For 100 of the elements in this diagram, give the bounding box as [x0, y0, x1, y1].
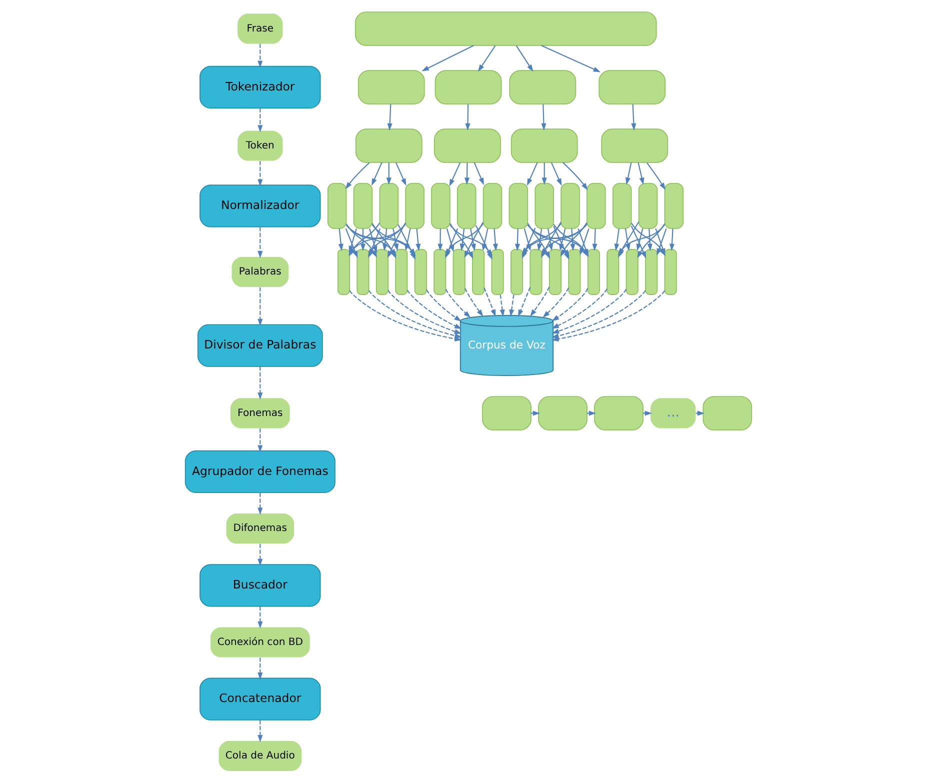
arrow: [547, 228, 553, 251]
arrow: [646, 228, 652, 251]
arrow: [536, 228, 542, 251]
node-box: Buscador: [199, 564, 320, 607]
node-box: Cola de Audio: [218, 740, 302, 771]
node-box: [548, 248, 561, 295]
arrow: [459, 228, 464, 251]
node-box: [594, 396, 643, 430]
node-box: Tokenizador: [199, 66, 320, 109]
arrow: [348, 290, 462, 342]
node-box: [404, 182, 424, 229]
node-box: [510, 128, 578, 163]
node-box: Conexión con BD: [210, 627, 310, 658]
node-box: [586, 248, 600, 295]
node-box: [394, 248, 408, 295]
node-box: [586, 182, 606, 229]
arrow: [464, 288, 483, 317]
node-box: Token: [237, 130, 282, 161]
node-box: [490, 248, 504, 295]
arrow: [646, 162, 666, 190]
node-box: [456, 182, 476, 229]
node-box: [414, 248, 426, 295]
arrow: [257, 161, 262, 186]
arrow: [630, 104, 636, 131]
arrow: [386, 162, 391, 185]
node-box: [598, 70, 666, 104]
arrow: [551, 290, 665, 342]
arrow: [426, 290, 461, 322]
node-box: ...: [650, 398, 696, 428]
arrow: [470, 228, 476, 251]
arrow: [562, 162, 588, 190]
arrow: [464, 104, 470, 131]
node-box: [354, 128, 422, 163]
arrow: [523, 228, 531, 252]
node-box: [568, 248, 580, 295]
node-box: [452, 248, 465, 295]
arrow: [387, 290, 462, 334]
arrow: [368, 290, 462, 338]
arrow: [257, 720, 262, 742]
arrow: [530, 410, 540, 416]
node-box: [482, 396, 531, 430]
node-box: [472, 248, 484, 295]
node-box: Concatenador: [199, 678, 320, 720]
arrow: [257, 44, 262, 68]
node-box: [352, 182, 372, 229]
arrow: [348, 228, 356, 254]
node-box: Normalizador: [199, 184, 320, 228]
node-box: Agrupador de Fonemas: [184, 450, 335, 494]
node-box: Frase: [237, 14, 282, 44]
arrow: [551, 288, 607, 329]
node-box: Difonemas: [226, 514, 294, 544]
arrow: [371, 162, 382, 186]
arrow: [481, 228, 488, 251]
node-box: [534, 182, 554, 229]
arrow: [338, 228, 343, 251]
arrow: [368, 228, 377, 254]
arrow: [257, 492, 262, 515]
node-box: [508, 182, 528, 229]
node-box: [625, 248, 638, 295]
arrow: [630, 226, 646, 259]
arrow: [570, 228, 575, 251]
arrow: [637, 162, 644, 185]
node-box: [612, 182, 632, 229]
arrow: [464, 222, 484, 258]
arrow: [542, 288, 569, 318]
arrow: [483, 288, 496, 317]
node-box: [638, 182, 658, 229]
node-box: [606, 248, 619, 295]
arrow: [257, 366, 262, 400]
arrow: [551, 288, 626, 334]
node-box: [644, 248, 658, 295]
arrow: [540, 104, 546, 131]
arrow: [499, 294, 504, 317]
node-box: Palabras: [231, 256, 288, 288]
arrow: [518, 287, 530, 317]
arrow: [473, 162, 484, 186]
node-box: [378, 182, 398, 229]
node-box: [326, 182, 346, 229]
node-box: [600, 128, 668, 163]
arrow: [406, 290, 462, 330]
arrow: [530, 286, 550, 317]
node-box: [664, 248, 676, 295]
node-box: [434, 70, 502, 104]
node-box: [664, 182, 684, 229]
node-box: [560, 182, 580, 229]
node-box: [375, 248, 388, 295]
arrow: [360, 228, 365, 251]
node-box: [336, 248, 350, 295]
arrow: [540, 45, 600, 72]
arrow: [625, 162, 632, 185]
node-box: [702, 396, 752, 430]
node-box: [434, 128, 500, 163]
arrow: [668, 228, 674, 251]
arrow: [257, 108, 262, 132]
arrow: [592, 228, 597, 251]
arrow: [695, 410, 704, 416]
node-box: [538, 396, 587, 430]
arrow: [515, 45, 533, 72]
arrow: [415, 228, 420, 251]
arrow: [386, 104, 392, 131]
